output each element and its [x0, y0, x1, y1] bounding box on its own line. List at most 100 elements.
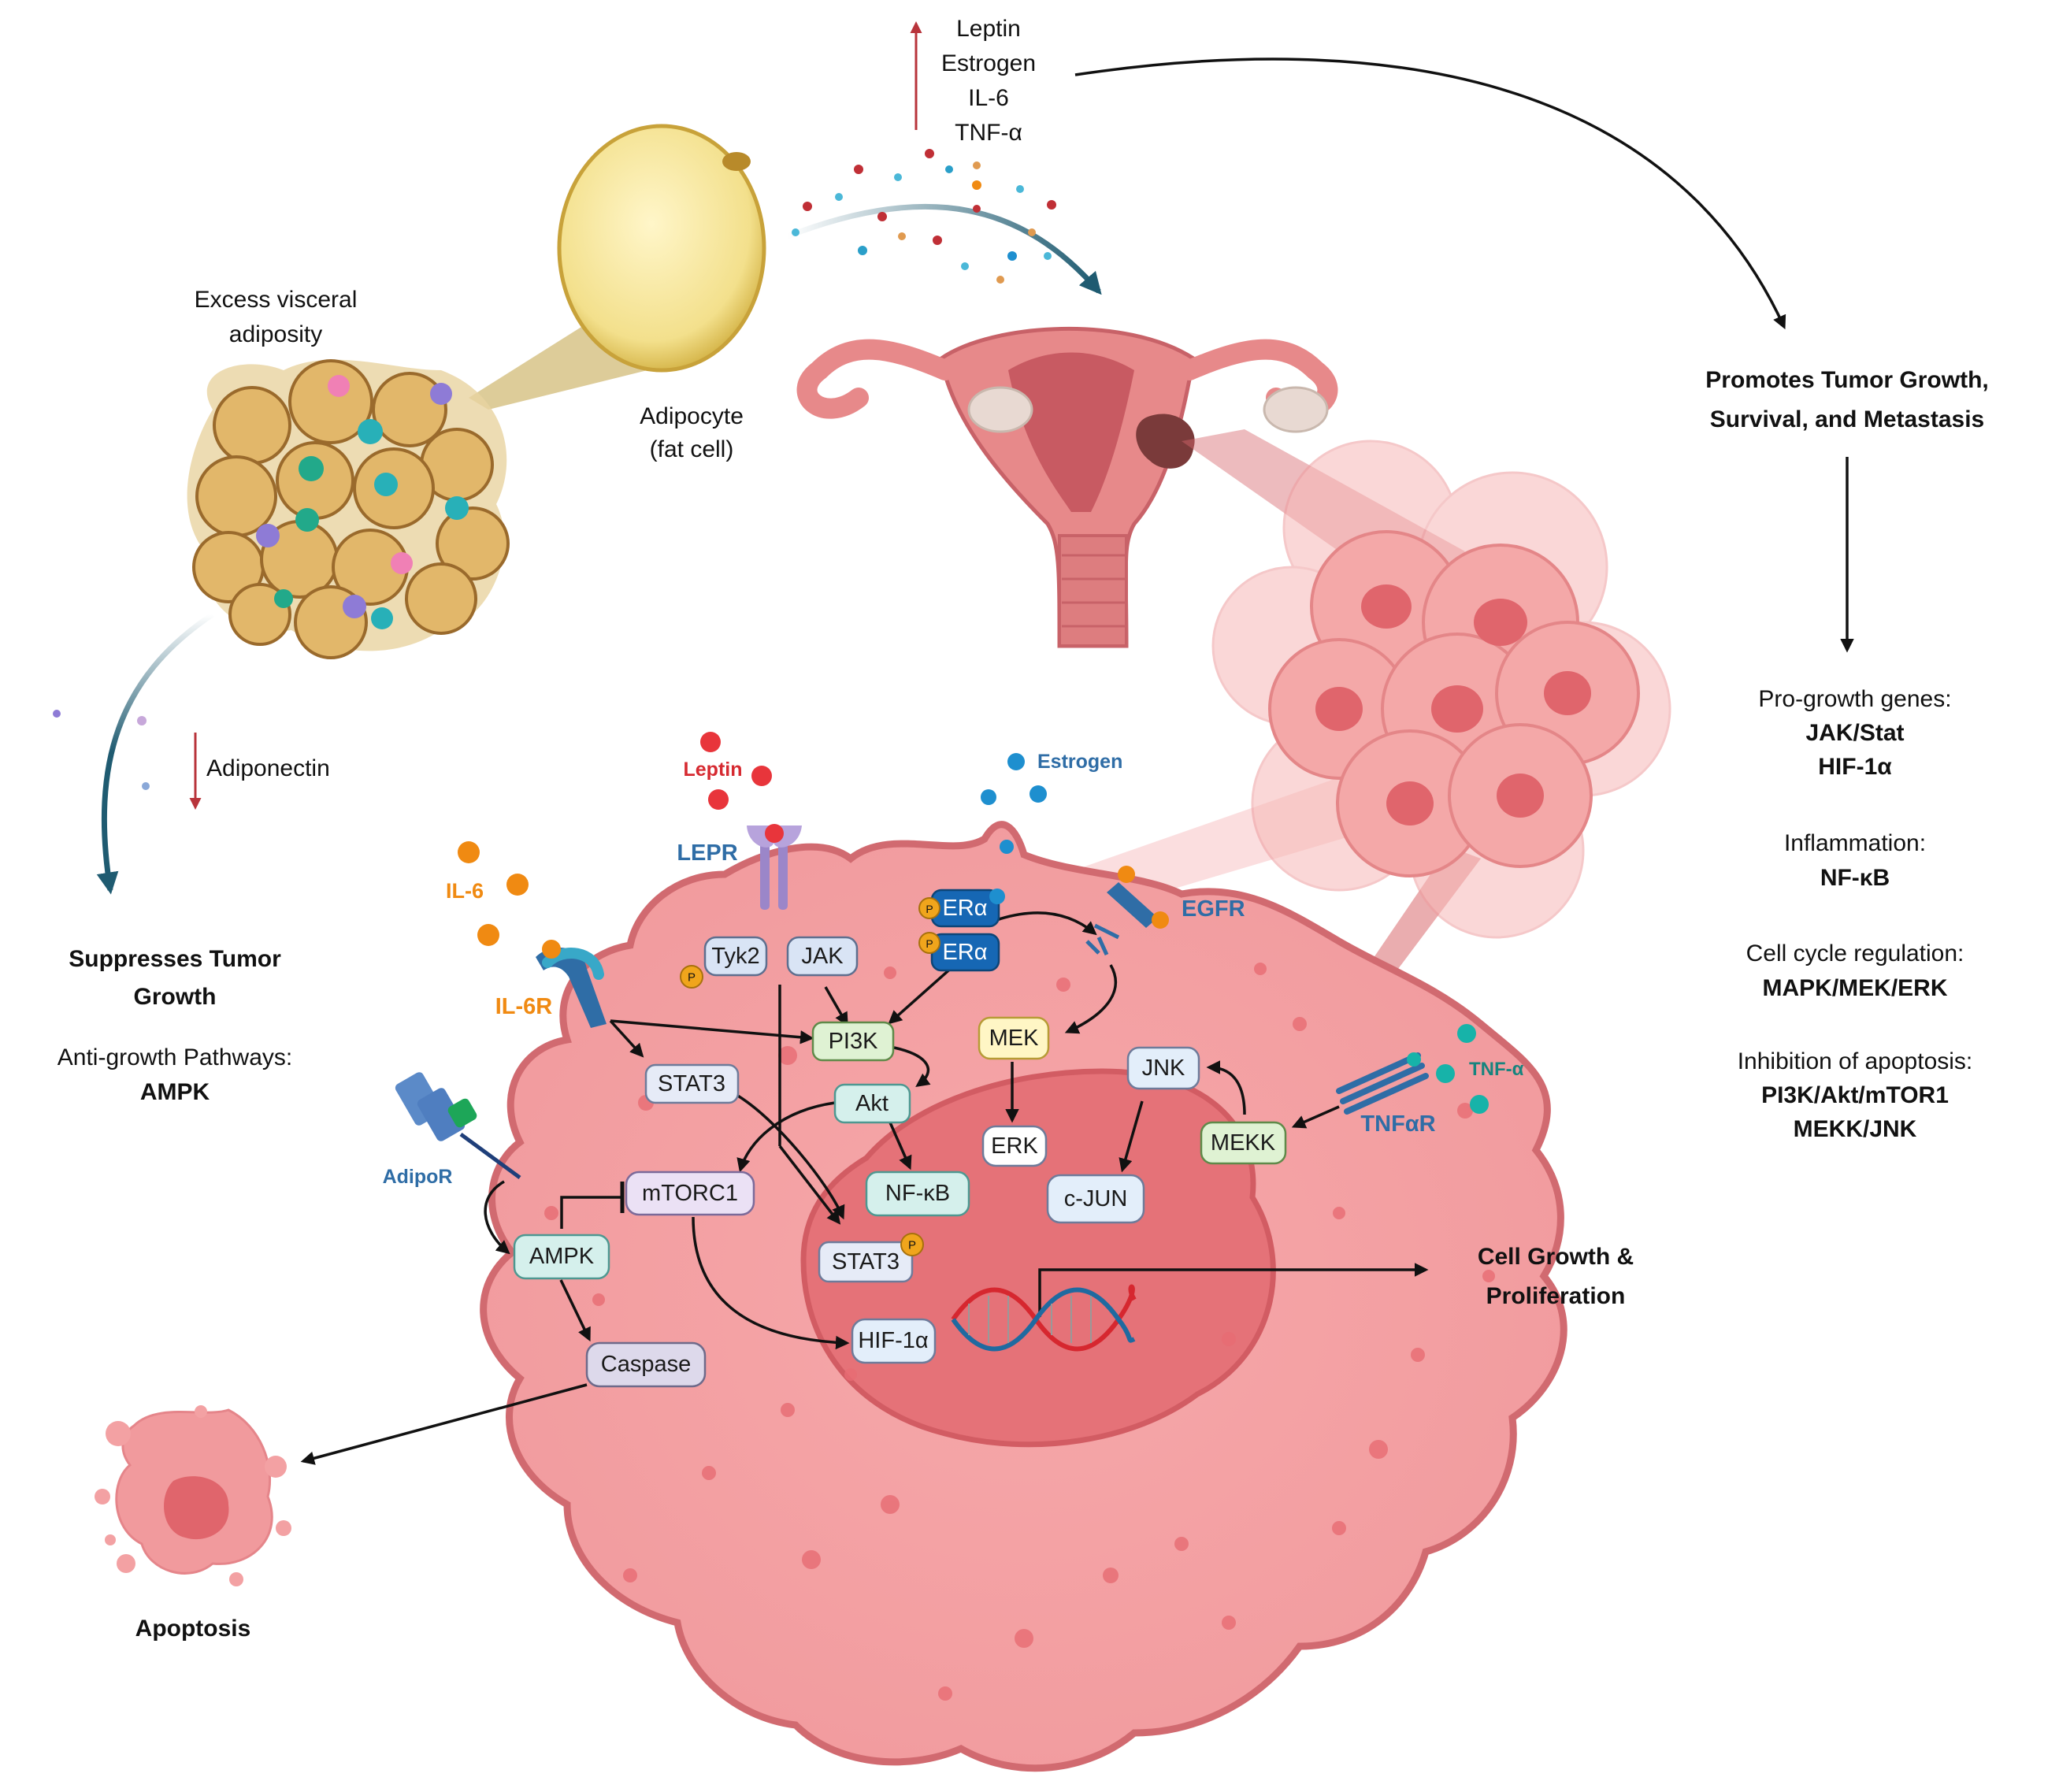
node-jnk: JNK [1126, 1046, 1200, 1090]
estrogen-label: Estrogen [1037, 751, 1122, 773]
anti-growth-label: Anti-growth Pathways: [58, 1044, 292, 1070]
ampk-pathway: AMPK [140, 1079, 210, 1105]
outcome-label-2: Proliferation [1486, 1283, 1626, 1309]
svg-text:HIF-1α: HIF-1α [858, 1328, 928, 1353]
leptin-label: Leptin [684, 759, 743, 781]
node-caspase: Caspase [585, 1341, 707, 1388]
lepr-receptor-icon: LEPR [677, 824, 802, 910]
node-akt: Akt [833, 1083, 911, 1124]
svg-text:ERK: ERK [991, 1133, 1038, 1159]
node-era-1: ERα [930, 889, 1000, 928]
svg-text:JAK: JAK [801, 944, 844, 969]
group-item-pi3k-akt-mtor: PI3K/Akt/mTOR1 [1761, 1082, 1949, 1108]
dna-icon [951, 1284, 1137, 1352]
suppress-arrow [96, 612, 214, 895]
svg-text:STAT3: STAT3 [832, 1249, 900, 1274]
group-title-pro-growth: Pro-growth genes: [1758, 686, 1951, 712]
cytokine-estrogen: Estrogen [941, 50, 1036, 76]
node-nfkb: NF-κB [865, 1171, 970, 1217]
left-panel: Suppresses Tumor Growth Anti-growth Path… [58, 946, 292, 1105]
adiposity-label-1: Excess visceral [195, 287, 358, 313]
node-mtorc1: mTORC1 [625, 1171, 755, 1216]
tnf-label: TNF-α [1469, 1059, 1524, 1080]
node-stat3-nucleus: STAT3 [818, 1241, 914, 1283]
node-cjun: c-JUN [1046, 1174, 1145, 1224]
il6-ligands: IL-6 [446, 841, 529, 946]
svg-text:P: P [926, 937, 933, 950]
group-title-inflammation: Inflammation: [1784, 830, 1926, 856]
svg-text:NF-κB: NF-κB [885, 1181, 950, 1206]
adipocyte-icon [557, 124, 766, 373]
promotes-arrow [1074, 58, 1786, 330]
node-hif1a: HIF-1α [851, 1318, 937, 1364]
adipor-receptor-icon: AdipoR [383, 1072, 521, 1188]
svg-text:JNK: JNK [1142, 1056, 1185, 1081]
suppress-heading-2: Growth [134, 984, 217, 1010]
group-item-hif1a: HIF-1α [1818, 754, 1892, 780]
node-erk: ERK [981, 1125, 1048, 1167]
cytokine-release: Leptin Estrogen IL-6 TNF-α [910, 16, 1036, 146]
group-title-cell-cycle: Cell cycle regulation: [1746, 941, 1964, 966]
svg-text:mTORC1: mTORC1 [642, 1181, 738, 1206]
svg-text:c-JUN: c-JUN [1064, 1186, 1128, 1211]
svg-text:ERα: ERα [942, 940, 987, 965]
adipocyte-label-1: Adipocyte [640, 403, 744, 429]
promotes-heading-2: Survival, and Metastasis [1710, 406, 1985, 432]
il6-label: IL-6 [446, 879, 484, 903]
svg-text:Tyk2: Tyk2 [711, 944, 759, 969]
group-item-jak-stat: JAK/Stat [1805, 720, 1904, 746]
egfr-label: EGFR [1182, 896, 1245, 922]
tnf-molecule [1457, 1024, 1476, 1043]
apoptosis-label: Apoptosis [135, 1616, 251, 1642]
node-mek: MEK [978, 1016, 1050, 1060]
leptin-molecule [700, 732, 721, 752]
cytokine-il6: IL-6 [968, 85, 1009, 111]
svg-text:P: P [688, 971, 696, 985]
svg-text:MEKK: MEKK [1211, 1130, 1276, 1156]
svg-text:Caspase: Caspase [601, 1352, 691, 1377]
node-ampk: AMPK [513, 1234, 610, 1280]
svg-text:PI3K: PI3K [829, 1029, 879, 1054]
outcome-label-1: Cell Growth & [1478, 1244, 1634, 1270]
tumor-cell-body [480, 821, 1567, 1772]
phospho-badge-era: P P [918, 889, 1005, 954]
svg-text:P: P [926, 903, 933, 915]
cytokine-leptin: Leptin [956, 16, 1021, 42]
node-pi3k: PI3K [811, 1021, 895, 1062]
svg-text:ERα: ERα [942, 896, 987, 921]
promotes-heading-1: Promotes Tumor Growth, [1705, 367, 1988, 393]
secreted-factors [786, 149, 1102, 295]
tnfr-label: TNFαR [1360, 1111, 1435, 1137]
visceral-fat-tissue-icon: Excess visceral adiposity [187, 287, 510, 659]
node-jak: JAK [786, 936, 859, 977]
egfr-receptor-icon: EGFR [1085, 866, 1245, 956]
il6-molecule [458, 841, 480, 863]
svg-text:MEK: MEK [989, 1026, 1040, 1051]
right-panel: Promotes Tumor Growth, Survival, and Met… [1705, 367, 1988, 1142]
il6r-label: IL-6R [495, 994, 553, 1019]
suppress-heading-1: Suppresses Tumor [69, 946, 281, 972]
cytokine-tnf: TNF-α [955, 120, 1022, 146]
estrogen-ligands: Estrogen [981, 751, 1122, 854]
node-era-2: ERα [930, 933, 1000, 972]
adiponectin-label: Adiponectin [206, 755, 330, 781]
node-stat3-cytoplasm: STAT3 [644, 1063, 740, 1104]
svg-text:Akt: Akt [855, 1091, 889, 1116]
estrogen-molecule [1007, 753, 1025, 770]
group-item-mekk-jnk: MEKK/JNK [1794, 1116, 1917, 1142]
lepr-label: LEPR [677, 840, 737, 866]
group-item-mapk: MAPK/MEK/ERK [1762, 975, 1947, 1001]
il6r-receptor-icon: IL-6R [495, 940, 607, 1028]
svg-text:AMPK: AMPK [529, 1244, 595, 1269]
apoptotic-cell-icon [95, 1405, 291, 1586]
tnfr-receptor-icon: TNFαR [1336, 1052, 1436, 1137]
adipor-label: AdipoR [383, 1166, 453, 1188]
signaling-arrows [300, 911, 1429, 1465]
phospho-badge: P [680, 965, 703, 989]
adiposity-label-2: adiposity [229, 321, 322, 347]
svg-text:P: P [908, 1239, 916, 1252]
node-tyk2: Tyk2 [703, 936, 768, 977]
phospho-badge-stat3: P [900, 1233, 924, 1256]
adipocyte-callout: Adipocyte (fat cell) [469, 124, 766, 462]
